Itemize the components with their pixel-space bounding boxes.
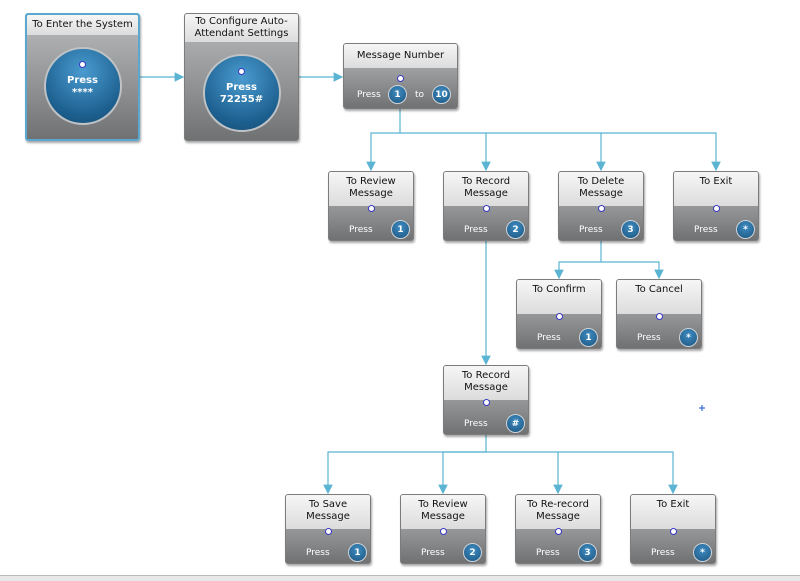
key-badge: 1	[391, 220, 410, 239]
cursor-cross-icon	[699, 405, 705, 411]
node-confirm[interactable]: To Confirm Press 1	[516, 279, 602, 349]
connection-point-icon	[712, 205, 720, 212]
node-configure[interactable]: To Configure Auto-Attendant Settings Pre…	[184, 13, 299, 141]
node-title: To Enter the System	[27, 15, 138, 35]
press-label: Press	[67, 75, 98, 86]
node-title: To Confirm	[517, 280, 601, 314]
key-badge: *	[693, 543, 712, 562]
connection-point-icon	[439, 528, 447, 535]
connector	[323, 435, 487, 495]
press-label: Press	[357, 90, 381, 100]
key-label: ****	[72, 87, 93, 98]
key-label: 72255#	[219, 94, 264, 105]
node-delete[interactable]: To Delete Message Press 3	[558, 171, 644, 241]
node-title: To Exit	[631, 495, 715, 529]
node-title: Message Number	[344, 44, 457, 68]
press-label: Press	[226, 82, 257, 93]
key-badge: 3	[621, 220, 640, 239]
press-label: Press	[306, 548, 330, 558]
press-label: Press	[579, 225, 603, 235]
press-button: Press****	[43, 47, 122, 125]
node-title: To Configure Auto-Attendant Settings	[185, 14, 298, 42]
press-label: Press	[536, 548, 560, 558]
key-badge: 1	[348, 543, 367, 562]
key-badge: *	[679, 328, 698, 347]
key-badge: #	[506, 414, 525, 433]
press-label: Press	[464, 225, 488, 235]
connection-point-icon	[238, 68, 245, 75]
connector	[438, 451, 486, 495]
node-title: To Review Message	[401, 495, 485, 529]
connector	[558, 451, 678, 495]
connection-point-icon	[669, 528, 677, 535]
connection-point-icon	[655, 313, 663, 320]
status-bar	[0, 575, 800, 581]
press-label: Press	[464, 419, 488, 429]
connection-point-icon	[555, 313, 563, 320]
key-badge: 1	[579, 328, 598, 347]
node-record2[interactable]: To Record Message Press #	[443, 365, 529, 435]
to-label: to	[415, 90, 425, 100]
node-review2[interactable]: To Review Message Press 2	[400, 494, 486, 564]
connection-point-icon	[397, 75, 404, 82]
connector	[486, 132, 606, 172]
node-title: To Record Message	[444, 366, 528, 400]
connection-point-icon	[554, 528, 562, 535]
node-exit2[interactable]: To Exit Press *	[630, 494, 716, 564]
node-title: To Exit	[674, 172, 758, 206]
press-label: Press	[537, 333, 561, 343]
node-title: To Re-record Message	[516, 495, 600, 529]
key-badge: 1	[388, 85, 407, 104]
connection-point-icon	[324, 528, 332, 535]
connector	[554, 241, 602, 280]
press-label: Press	[694, 225, 718, 235]
node-save[interactable]: To Save Message Press 1	[285, 494, 371, 564]
node-title: To Record Message	[444, 172, 528, 206]
key-badge: 3	[578, 543, 597, 562]
node-title: To Cancel	[617, 280, 701, 314]
connector	[486, 451, 563, 495]
key-badge: 2	[463, 543, 482, 562]
press-label: Press	[349, 225, 373, 235]
connection-point-icon	[482, 205, 490, 212]
connection-point-icon	[79, 61, 86, 68]
node-cancel[interactable]: To Cancel Press *	[616, 279, 702, 349]
connector	[601, 132, 721, 172]
connector	[601, 261, 664, 280]
press-label: Press	[421, 548, 445, 558]
connection-point-icon	[597, 205, 605, 212]
press-label: Press	[637, 333, 661, 343]
connector	[366, 109, 401, 172]
connection-point-icon	[367, 205, 375, 212]
key-badge: 10	[432, 85, 451, 104]
node-record[interactable]: To Record Message Press 2	[443, 171, 529, 241]
press-label: Press	[651, 548, 675, 558]
node-exit[interactable]: To Exit Press *	[673, 171, 759, 241]
node-rerecord[interactable]: To Re-record Message Press 3	[515, 494, 601, 564]
node-title: To Save Message	[286, 495, 370, 529]
node-message-number[interactable]: Message Number Press 1 to 10	[343, 43, 458, 109]
connection-point-icon	[482, 399, 490, 406]
key-badge: 2	[506, 220, 525, 239]
node-enter-system[interactable]: To Enter the System Press****	[25, 13, 140, 141]
connector	[400, 132, 491, 172]
node-review[interactable]: To Review Message Press 1	[328, 171, 414, 241]
node-title: To Delete Message	[559, 172, 643, 206]
node-title: To Review Message	[329, 172, 413, 206]
key-badge: *	[736, 220, 755, 239]
